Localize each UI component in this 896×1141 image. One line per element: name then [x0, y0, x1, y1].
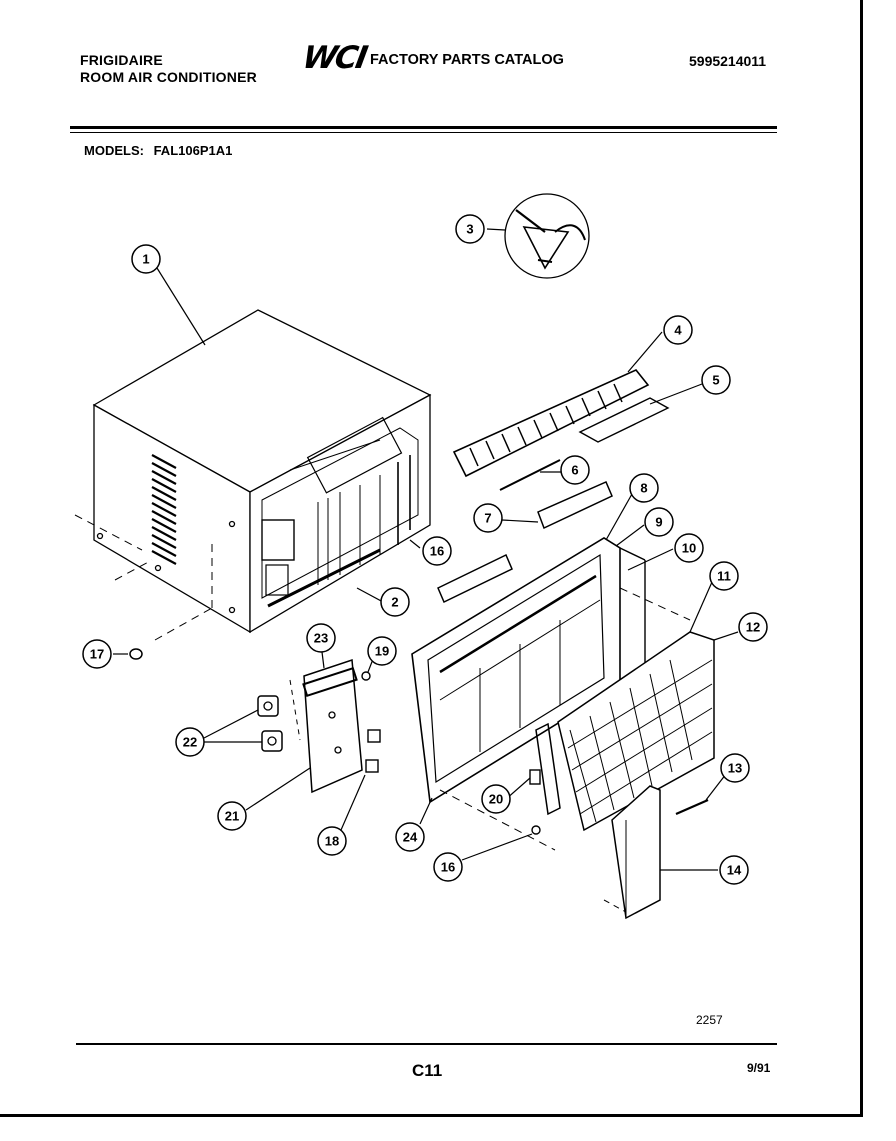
callout-14: [719, 855, 749, 885]
callout-23: [306, 623, 336, 653]
callout-label-8: 8: [640, 481, 647, 496]
callout-label-16b: 16: [441, 860, 455, 875]
product-name: ROOM AIR CONDITIONER: [80, 69, 257, 85]
callout-label-20: 20: [489, 792, 503, 807]
callout-6: [560, 455, 590, 485]
side-panel-part: [603, 785, 661, 920]
callout-3: [455, 214, 485, 244]
callout-label-1: 1: [142, 252, 149, 267]
callout-label-21: 21: [225, 809, 239, 824]
callout-label-11: 11: [717, 569, 731, 584]
callout-16a: [422, 536, 452, 566]
header-brand-block: FRIGIDAIRE ROOM AIR CONDITIONER: [80, 52, 257, 86]
callout-13: [720, 753, 750, 783]
footer-rule: [76, 1043, 777, 1045]
callout-label-5: 5: [712, 373, 719, 388]
callout-2: [380, 587, 410, 617]
callout-7: [473, 503, 503, 533]
callout-label-16a: 16: [430, 544, 444, 559]
brand-name: FRIGIDAIRE: [80, 52, 163, 68]
air-filter-part: [557, 631, 715, 832]
callout-label-18: 18: [325, 834, 339, 849]
catalog-title: FACTORY PARTS CATALOG: [370, 52, 564, 68]
callout-21: [217, 801, 247, 831]
callout-label-3: 3: [466, 222, 473, 237]
callout-17: [82, 639, 112, 669]
header-rule-thin: [70, 132, 777, 133]
panel-clips-part: [361, 671, 381, 773]
callout-label-7: 7: [484, 511, 491, 526]
louver-assembly-part: [452, 369, 650, 478]
control-panel-part: [289, 658, 363, 794]
link-bar-part: [578, 397, 670, 443]
callout-label-23: 23: [314, 631, 328, 646]
pin-part: [499, 459, 561, 491]
callout-label-2: 2: [391, 595, 398, 610]
header-rule: [70, 126, 777, 129]
callout-label-17: 17: [90, 647, 104, 662]
callout-label-6: 6: [571, 463, 578, 478]
callout-label-14: 14: [727, 863, 742, 878]
callout-9: [644, 507, 674, 537]
callout-11: [709, 561, 739, 591]
callout-20: [481, 784, 511, 814]
callout-label-10: 10: [682, 541, 696, 556]
callout-22: [175, 727, 205, 757]
callout-5: [701, 365, 731, 395]
models-label: MODELS:: [84, 143, 144, 158]
callout-10: [674, 533, 704, 563]
callout-12: [738, 612, 768, 642]
clip-inset: [504, 193, 590, 279]
catalog-page: FRIGIDAIRE ROOM AIR CONDITIONER WCI FACT…: [0, 0, 863, 1117]
control-knobs-part: [257, 695, 283, 752]
models-line: MODELS: FAL106P1A1: [84, 143, 238, 158]
base-rail-part: [267, 548, 381, 608]
revision-date: 9/91: [747, 1061, 771, 1075]
catalog-part-number: 5995214011: [689, 53, 767, 69]
exploded-parts-diagram: 1 2 3 4 5 6 7 8 9 10 11 12 13 14 16 16 1…: [74, 193, 768, 920]
callout-16b: [433, 852, 463, 882]
figure-number: 2257: [696, 1013, 723, 1027]
grille-piece-part: [437, 481, 613, 604]
callout-8: [629, 473, 659, 503]
screw-part: [675, 798, 709, 816]
callout-19: [367, 636, 397, 666]
cabinet-part: [74, 309, 432, 641]
leader-lines: [113, 228, 739, 871]
callout-label-19: 19: [375, 644, 389, 659]
callout-1: [131, 244, 161, 274]
callout-label-22: 22: [183, 735, 197, 750]
callout-label-24: 24: [403, 830, 418, 845]
hinge-bracket-part: [439, 722, 561, 851]
callout-4: [663, 315, 693, 345]
small-plug-part: [129, 648, 143, 660]
callout-24: [395, 822, 425, 852]
models-value: FAL106P1A1: [153, 143, 233, 158]
callout-label-12: 12: [746, 620, 760, 635]
callout-label-13: 13: [728, 761, 742, 776]
page-number: C11: [412, 1061, 443, 1080]
callout-label-4: 4: [674, 323, 682, 338]
callout-label-9: 9: [655, 515, 662, 530]
callout-18: [317, 826, 347, 856]
